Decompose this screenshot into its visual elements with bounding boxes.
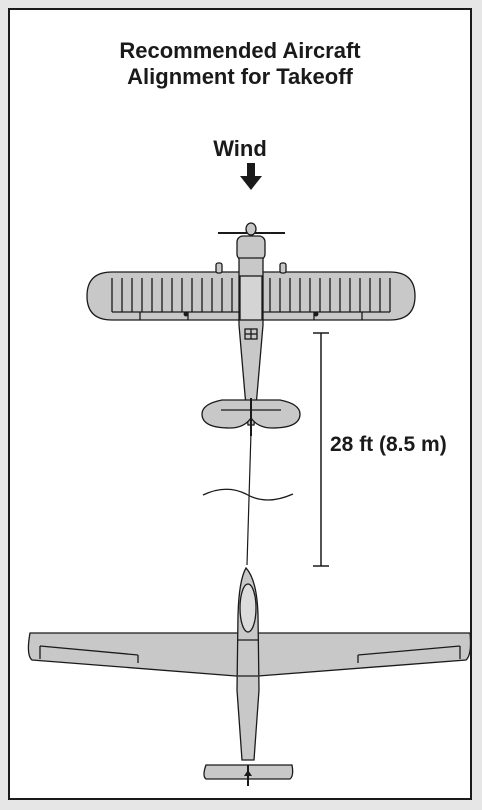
distance-bracket (313, 332, 329, 567)
title-line-1: Recommended Aircraft (119, 38, 361, 63)
wind-arrow-icon (240, 163, 262, 190)
diagram-title: Recommended Aircraft Alignment for Takeo… (10, 38, 470, 90)
glider-icon (27, 566, 472, 786)
tow-rope (246, 431, 252, 566)
rope-break-mark (202, 488, 294, 501)
wind-label: Wind (213, 136, 267, 161)
title-line-2: Alignment for Takeoff (127, 64, 353, 89)
distance-label: 28 ft (8.5 m) (330, 433, 447, 456)
tow-plane-icon (86, 222, 416, 436)
